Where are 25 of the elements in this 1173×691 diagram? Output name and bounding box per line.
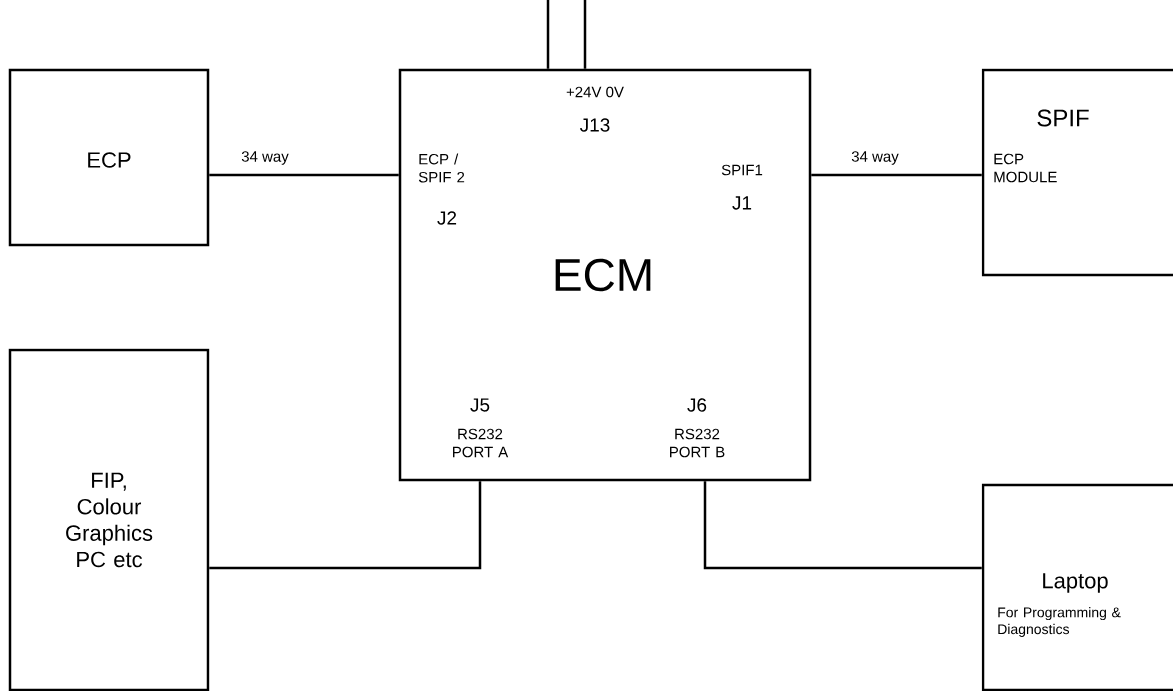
connector-label: J5 bbox=[470, 398, 490, 412]
connector-line bbox=[209, 173, 399, 177]
connector-label: ECP / SPIF 2 bbox=[418, 153, 465, 183]
box-label: ECP bbox=[88, 152, 131, 168]
connector-line bbox=[209, 481, 482, 570]
connector-label: SPIF1 bbox=[721, 164, 763, 176]
edge-label: 34 way bbox=[850, 150, 900, 166]
box-label: Laptop bbox=[1043, 573, 1108, 593]
box-label: FIP, Colour Graphics PC etc bbox=[66, 472, 153, 568]
connector-label: RS232 PORT A bbox=[453, 428, 509, 458]
box-label: ECM bbox=[555, 258, 651, 292]
connector-label: +24V 0V bbox=[566, 86, 624, 98]
connector-label: RS232 PORT B bbox=[670, 428, 725, 458]
box-subtitle: For Programming & Diagnostics bbox=[998, 607, 1121, 637]
box-label: SPIF bbox=[1037, 109, 1089, 127]
connector-label: J6 bbox=[687, 398, 707, 412]
connector-label: J13 bbox=[580, 118, 610, 132]
connector-line bbox=[703, 481, 982, 570]
edge-label: 34 way bbox=[240, 150, 290, 166]
connector-line bbox=[811, 173, 982, 177]
connector-label: J2 bbox=[437, 211, 457, 225]
connector-line bbox=[546, 0, 550, 69]
connector-line bbox=[583, 0, 587, 69]
connector-label: J1 bbox=[732, 196, 752, 210]
box-subtitle: ECP MODULE bbox=[994, 153, 1057, 183]
